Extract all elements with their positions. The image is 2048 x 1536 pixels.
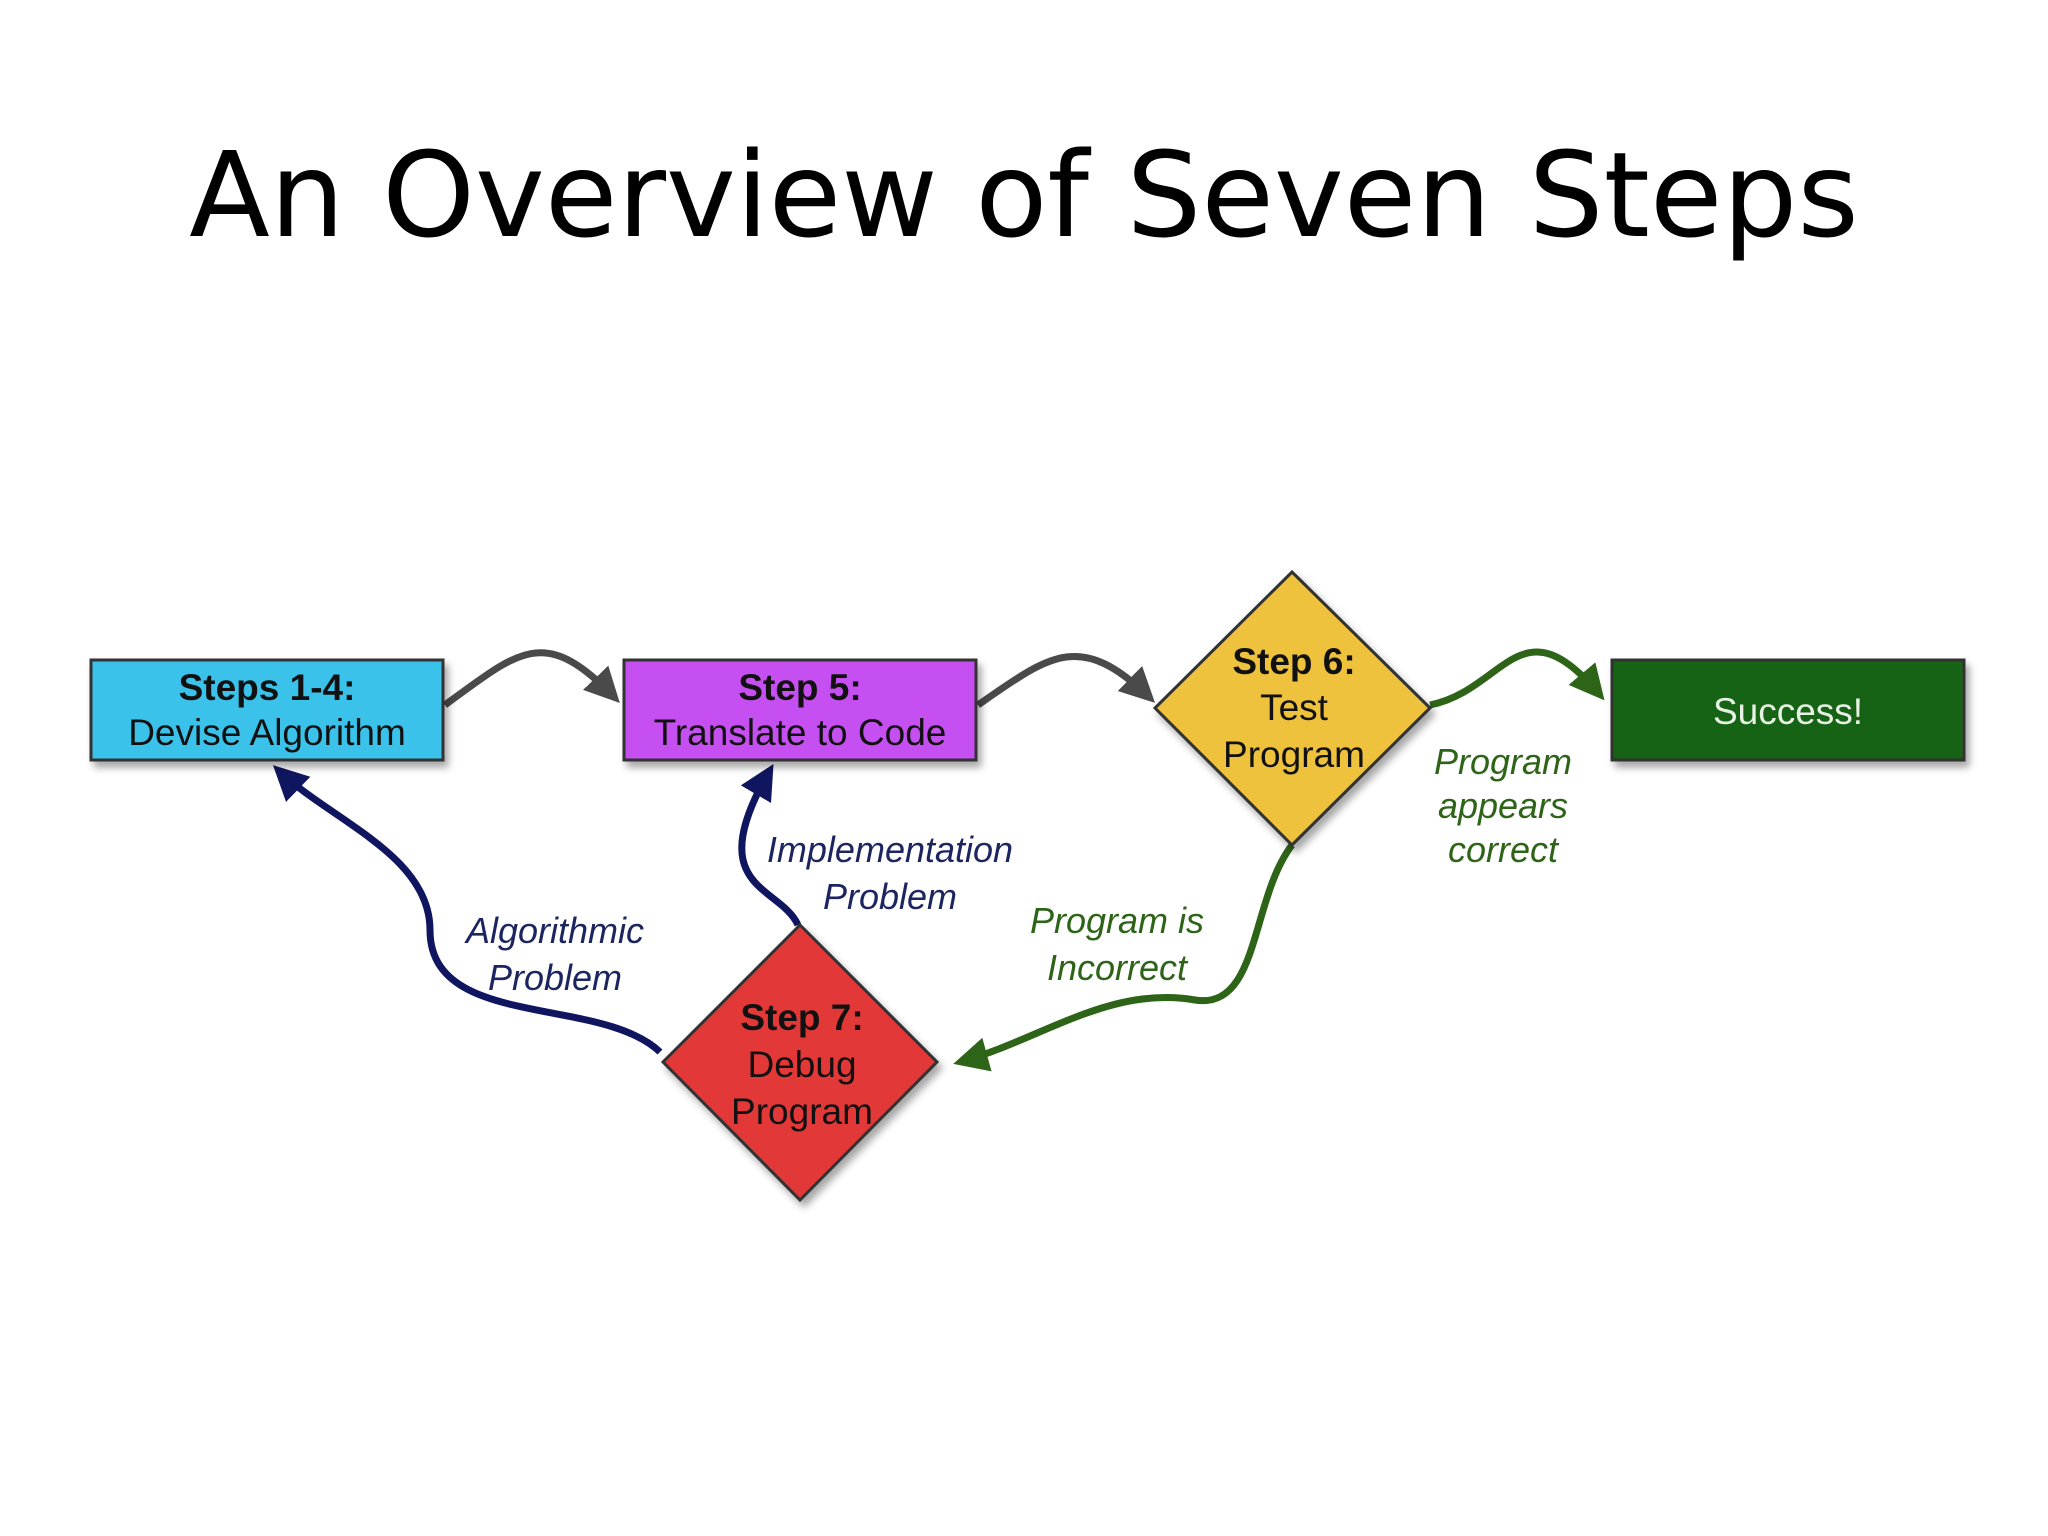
arrow-step5-to-step6 bbox=[976, 653, 1156, 708]
arrow-step7-to-steps14 bbox=[272, 765, 663, 1055]
node-step-7-heading: Step 7: bbox=[740, 997, 863, 1038]
label-correct-line2: appears bbox=[1438, 785, 1568, 826]
label-algorithmic-problem: Algorithmic Problem bbox=[464, 910, 644, 998]
arrow-steps14-to-step5 bbox=[442, 649, 620, 708]
node-steps-1-4: Steps 1-4: Devise Algorithm bbox=[89, 658, 445, 762]
node-step-5: Step 5: Translate to Code bbox=[622, 658, 978, 762]
node-steps-1-4-heading: Steps 1-4: bbox=[179, 667, 356, 708]
node-success-label: Success! bbox=[1713, 691, 1863, 732]
label-correct-line3: correct bbox=[1448, 829, 1560, 870]
slide-title: An Overview of Seven Steps bbox=[189, 126, 1859, 264]
node-step-5-label: Translate to Code bbox=[654, 712, 947, 753]
arrow-step6-to-success bbox=[1429, 648, 1605, 709]
arrow-step6-to-step7 bbox=[953, 842, 1295, 1072]
node-steps-1-4-label: Devise Algorithm bbox=[128, 712, 406, 753]
node-success: Success! bbox=[1610, 658, 1966, 762]
node-step-6-line1: Test bbox=[1260, 687, 1329, 728]
node-step-5-box bbox=[622, 658, 978, 762]
node-step-7-line2: Program bbox=[731, 1091, 873, 1132]
label-algorithmic-line1: Algorithmic bbox=[464, 910, 644, 951]
label-implementation-line2: Problem bbox=[823, 876, 957, 917]
label-program-is-incorrect: Program is Incorrect bbox=[1030, 900, 1204, 988]
label-incorrect-line2: Incorrect bbox=[1047, 947, 1189, 988]
label-correct-line1: Program bbox=[1434, 741, 1572, 782]
node-step-7-diamond bbox=[660, 922, 940, 1203]
node-step-7: Step 7: Debug Program bbox=[660, 922, 940, 1203]
node-steps-1-4-box bbox=[89, 658, 445, 762]
node-success-box bbox=[1610, 658, 1966, 762]
label-incorrect-line1: Program is bbox=[1030, 900, 1204, 941]
label-program-appears-correct: Program appears correct bbox=[1434, 741, 1572, 870]
node-step-5-heading: Step 5: bbox=[738, 667, 861, 708]
node-step-7-line1: Debug bbox=[747, 1044, 856, 1085]
node-step-6-diamond bbox=[1152, 569, 1433, 848]
node-step-6: Step 6: Test Program bbox=[1152, 569, 1433, 848]
node-step-6-line2: Program bbox=[1223, 734, 1365, 775]
label-algorithmic-line2: Problem bbox=[488, 957, 622, 998]
label-implementation-line1: Implementation bbox=[767, 829, 1013, 870]
node-step-6-heading: Step 6: bbox=[1232, 641, 1355, 682]
arrow-step7-to-step5 bbox=[738, 763, 802, 927]
label-implementation-problem: Implementation Problem bbox=[767, 829, 1013, 917]
